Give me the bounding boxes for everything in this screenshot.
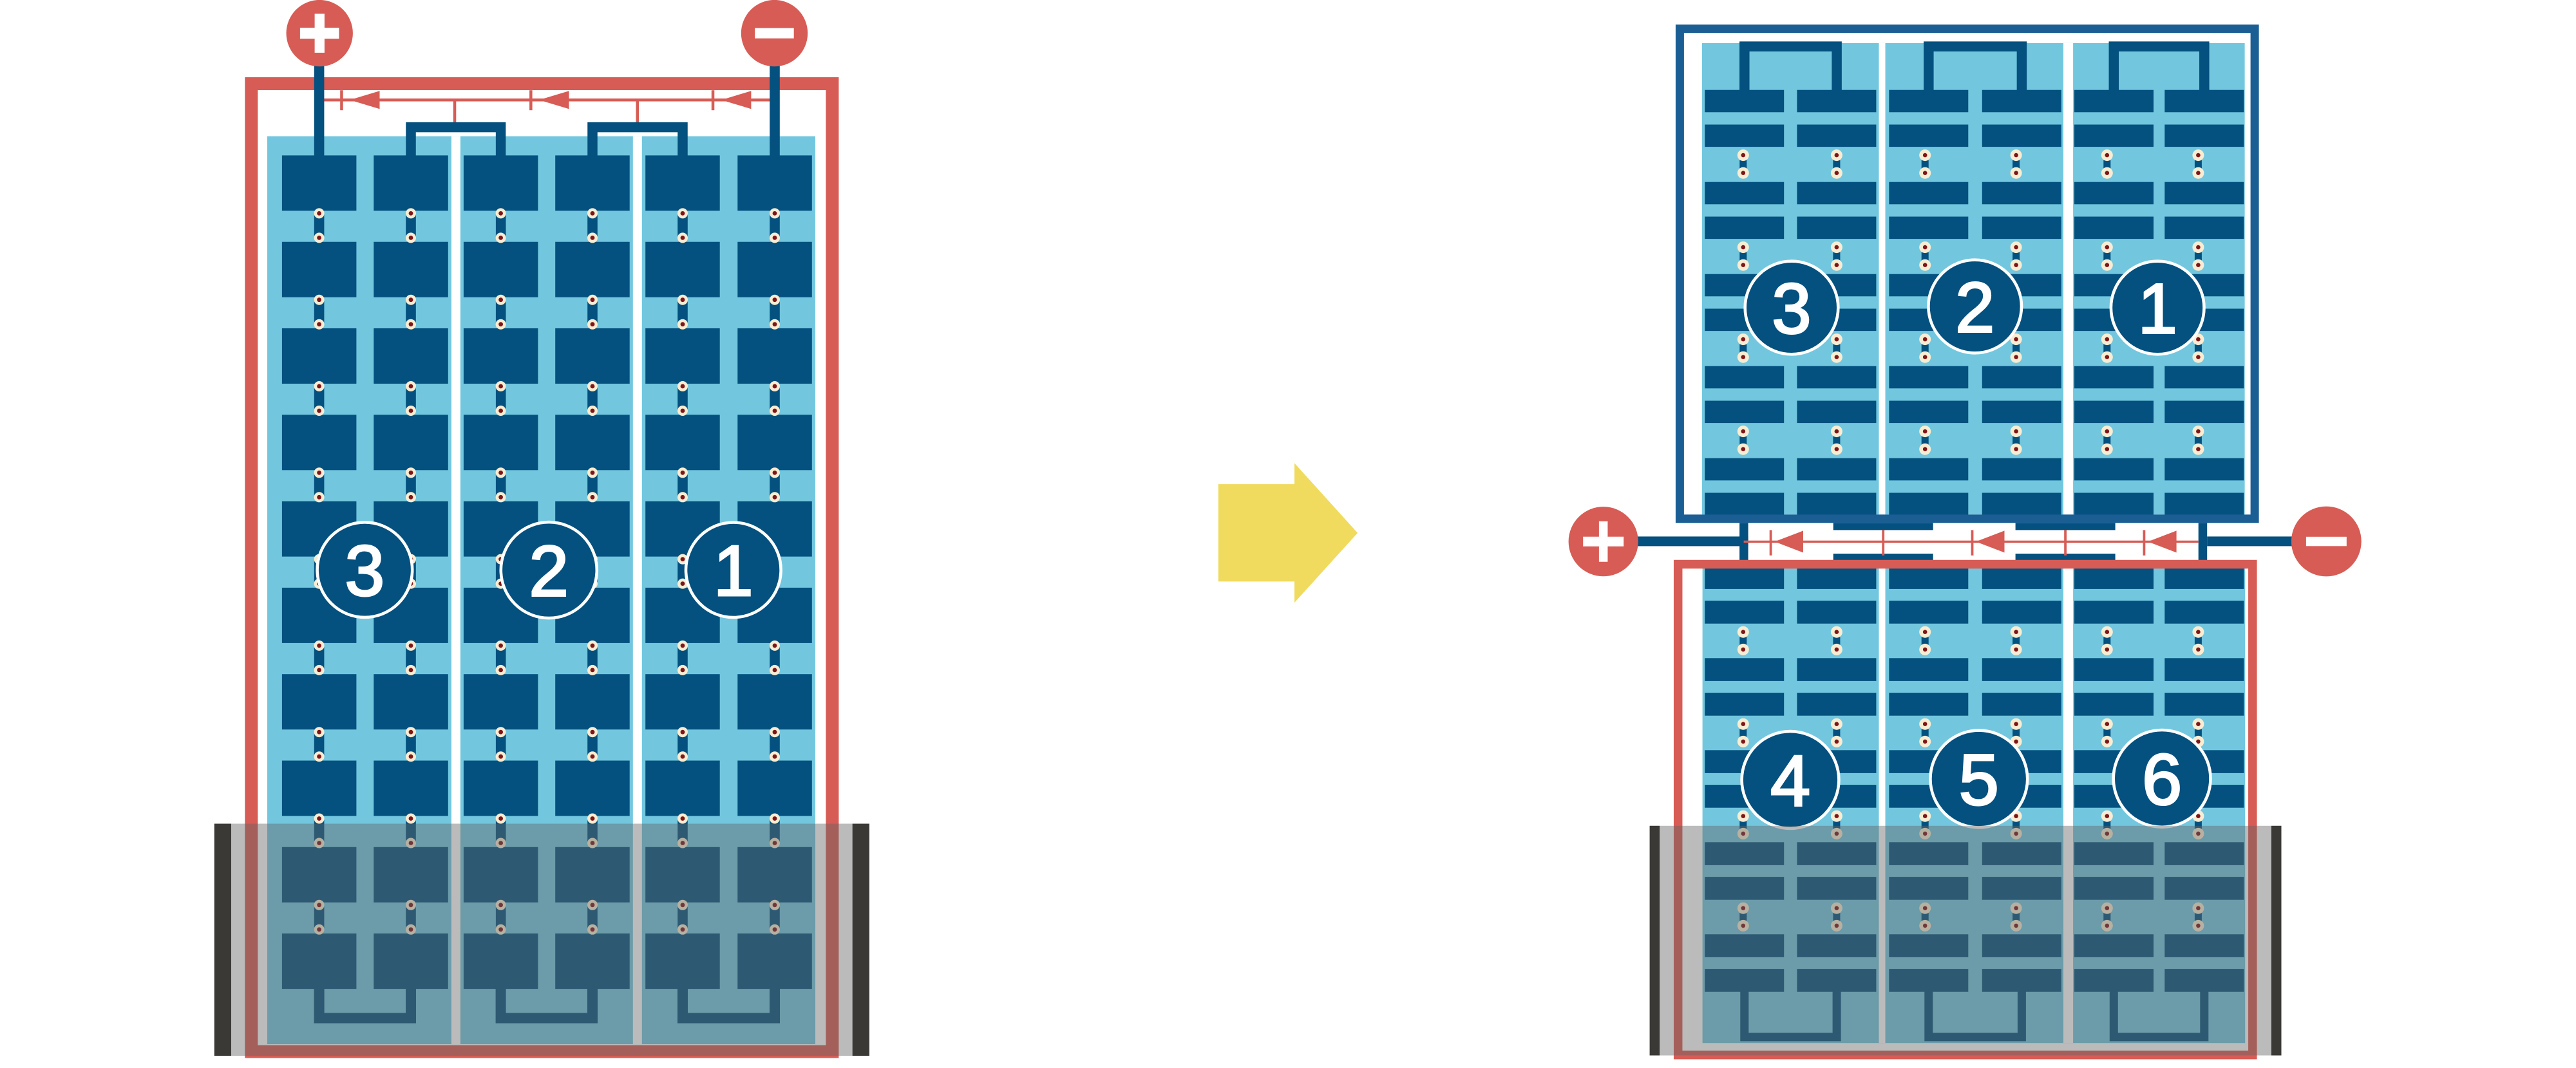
svg-text:6: 6 — [2142, 740, 2182, 820]
svg-text:2: 2 — [1955, 268, 1994, 347]
svg-text:3: 3 — [1772, 269, 1811, 348]
svg-text:3: 3 — [345, 531, 385, 611]
svg-text:1: 1 — [2138, 269, 2177, 348]
svg-text:4: 4 — [1770, 741, 1810, 821]
svg-text:2: 2 — [529, 531, 569, 611]
svg-text:1: 1 — [714, 531, 753, 611]
svg-text:5: 5 — [1959, 740, 1999, 820]
